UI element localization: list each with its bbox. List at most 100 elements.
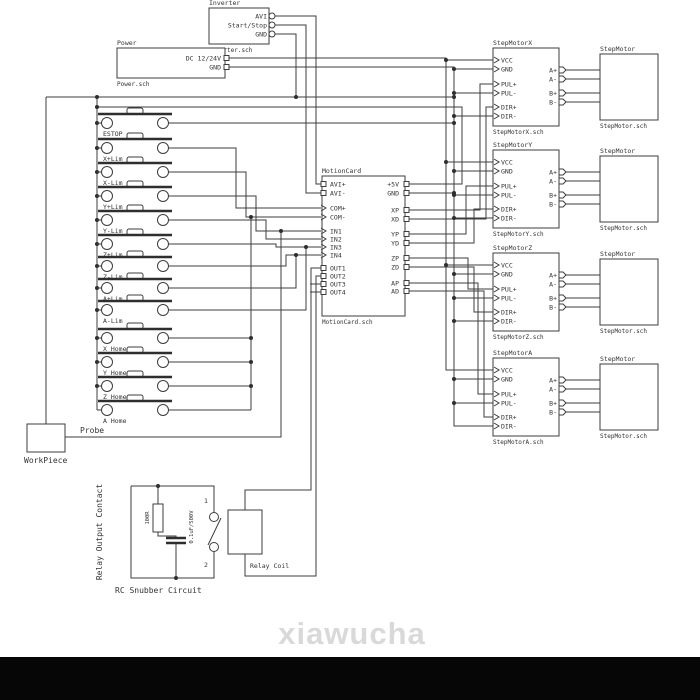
- wire: [409, 83, 493, 211]
- driver-2: StepMotorZ StepMotorZ.sch VCC GND PUL+ P…: [492, 244, 567, 341]
- driver-sheet: StepMotorA.sch: [493, 439, 544, 446]
- pin-label: OUT3: [330, 280, 346, 288]
- pin-label: DIR+: [501, 103, 517, 111]
- pin-arrow-icon: [493, 366, 500, 374]
- wire: [168, 247, 307, 311]
- switch-9: X Home: [97, 322, 172, 353]
- switch-contact: [101, 166, 113, 178]
- motor-title: StepMotor: [600, 147, 635, 155]
- junction-dot: [294, 253, 298, 257]
- junction-dot: [95, 95, 99, 99]
- pin-label: GND: [501, 167, 513, 175]
- pin-label: COM-: [330, 213, 346, 221]
- switch-contact: [101, 304, 113, 316]
- switch-contact: [101, 404, 113, 416]
- pin-out-icon: [558, 385, 567, 393]
- switch-contact: [157, 238, 169, 250]
- pin-arrow-icon: [493, 413, 500, 421]
- switch-contact: [101, 214, 113, 226]
- switch-label: X+Lim: [103, 155, 123, 163]
- inverter-title: Inverter: [209, 0, 240, 7]
- pin-arrow-icon: [493, 65, 500, 73]
- pin-circle-icon: [268, 12, 276, 20]
- pin-label: A-: [549, 280, 557, 288]
- pin-arrow-icon: [493, 205, 500, 213]
- contact-terminal: [209, 512, 219, 522]
- wire: [244, 275, 321, 577]
- wire: [130, 486, 215, 579]
- pin-label: B-: [549, 98, 557, 106]
- pin-square-icon: [320, 190, 327, 196]
- junction-dot: [249, 384, 253, 388]
- pin-label: XP: [391, 206, 399, 214]
- motor-title: StepMotor: [600, 355, 635, 363]
- pin-label: PUL-: [501, 294, 517, 302]
- switch-label: A+Lim: [103, 295, 123, 303]
- pin-label: A+: [549, 376, 557, 384]
- motor-3: StepMotor StepMotor.sch: [599, 355, 659, 440]
- switch-rows: ESTOP X+Lim X-Lim Y+Lim: [97, 107, 172, 425]
- pin-label: B+: [549, 191, 557, 199]
- workpiece-label: WorkPiece: [24, 456, 68, 465]
- motor-blocks: StepMotor StepMotor.sch StepMotor StepMo…: [599, 45, 659, 440]
- contact-terminal: [209, 542, 219, 552]
- pin-label: PUL-: [501, 191, 517, 199]
- junction-dot: [174, 576, 178, 580]
- pin-label: DIR-: [501, 317, 517, 325]
- junction-dot: [444, 160, 448, 164]
- pin-arrow-icon: [493, 56, 500, 64]
- pin-arrow-icon: [493, 158, 500, 166]
- pin-arrow-icon: [493, 182, 500, 190]
- pin-label: DIR+: [501, 413, 517, 421]
- pin-label: DIR-: [501, 422, 517, 430]
- junction-dot: [249, 215, 253, 219]
- pin-square-icon: [403, 255, 410, 261]
- switch-label: Y Home: [103, 369, 127, 377]
- junction-dot: [452, 401, 456, 405]
- motor-0: StepMotor StepMotor.sch: [599, 45, 659, 130]
- contact-blade: [207, 517, 222, 546]
- pin-square-icon: [403, 207, 410, 213]
- pin-out-icon: [558, 303, 567, 311]
- pin-label: GND: [501, 65, 513, 73]
- power-title: Power: [117, 39, 137, 47]
- junction-dot: [452, 193, 456, 197]
- pin-label: B+: [549, 294, 557, 302]
- pin-label: VCC: [501, 158, 513, 166]
- junction-dot: [279, 229, 283, 233]
- pin-label: +5V: [387, 180, 399, 188]
- pin-out-icon: [558, 168, 567, 176]
- wire: [65, 231, 282, 438]
- driver-0: StepMotorX StepMotorX.sch VCC GND PUL+ P…: [492, 39, 567, 136]
- relay-section: Relay Output Contact 100R 0.1uF/500V 1 2…: [95, 484, 289, 595]
- switch-label: Z+Lim: [103, 251, 123, 259]
- wire: [97, 106, 463, 185]
- pin-label: IN1: [330, 227, 342, 235]
- switch-contact: [101, 380, 113, 392]
- pin-square-icon: [320, 265, 327, 271]
- pin-arrow-icon: [493, 399, 500, 407]
- wire: [168, 243, 321, 248]
- pin-label: PUL-: [501, 89, 517, 97]
- switch-contact: [157, 260, 169, 272]
- pin-square-icon: [403, 190, 410, 196]
- pin-label: VCC: [501, 366, 513, 374]
- pin-arrow-icon: [493, 191, 500, 199]
- inverter-block: Inverter Inverter.sch AVI Start/Stop GND: [208, 0, 276, 54]
- wire: [168, 219, 321, 240]
- motor-block: [599, 258, 659, 326]
- pin-label: XD: [391, 215, 399, 223]
- pin-arrow-icon: [493, 89, 500, 97]
- junction-dot: [95, 105, 99, 109]
- switch-label: A Home: [103, 417, 127, 425]
- pin-arrow-icon: [493, 390, 500, 398]
- junction-dot: [304, 245, 308, 249]
- pin-label: B-: [549, 303, 557, 311]
- switch-contact: [157, 214, 169, 226]
- driver-title: StepMotorZ: [493, 244, 532, 252]
- switch-contact: [101, 332, 113, 344]
- motioncard-title: MotionCard: [322, 167, 361, 175]
- pin-square-icon: [320, 281, 327, 287]
- motor-title: StepMotor: [600, 250, 635, 258]
- wire: [244, 267, 321, 510]
